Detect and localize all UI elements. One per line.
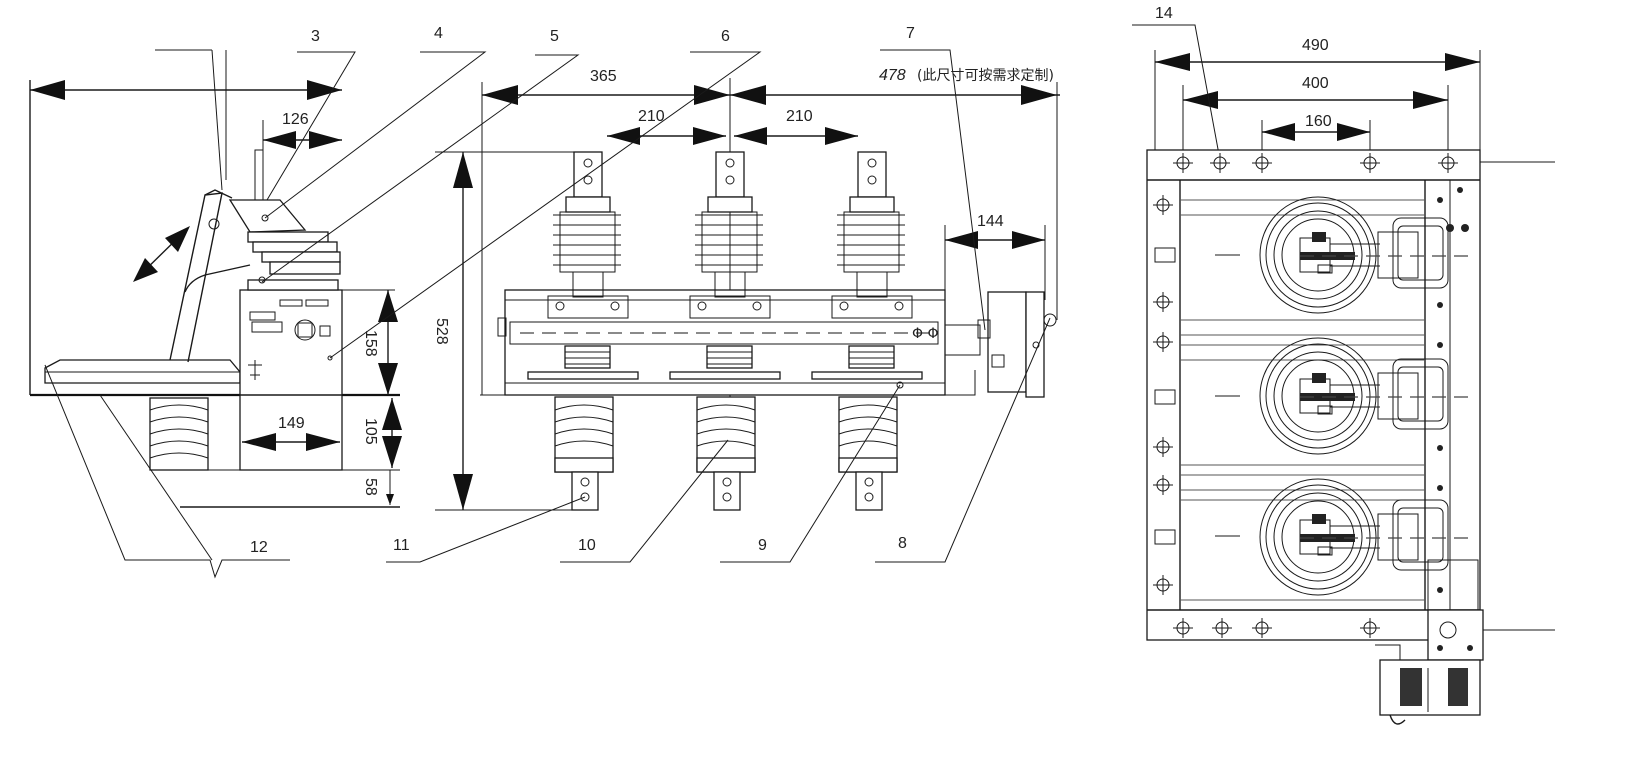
dim-490: 490: [1302, 37, 1329, 54]
callout-9: 9: [758, 537, 767, 554]
front-pole-3: [811, 151, 923, 511]
dim-149: 149: [278, 415, 305, 432]
dim-105: 105: [362, 418, 379, 445]
callout-8: 8: [898, 535, 907, 552]
dim-144: 144: [977, 213, 1004, 230]
dim-528: 528: [433, 318, 450, 345]
dim-160: 160: [1305, 113, 1332, 130]
side-bottom-insulator: [149, 397, 209, 471]
callout-6: 6: [721, 28, 730, 45]
front-view: Φ Φ: [386, 49, 1060, 563]
top-pole-3: [1259, 478, 1470, 596]
callout-12: 12: [250, 539, 268, 556]
dim-58: 58: [362, 478, 379, 496]
dim-210-right: 210: [786, 108, 813, 125]
front-frame-symbol: Φ Φ: [912, 326, 939, 342]
dim-478-note: (此尺寸可按需求定制): [917, 68, 1054, 84]
front-side-mechanism: [944, 291, 1057, 398]
dim-365: 365: [590, 68, 617, 85]
top-pole-1: [1259, 196, 1470, 314]
callout-4: 4: [434, 25, 443, 42]
top-pole-2: [1259, 337, 1470, 455]
callout-11: 11: [393, 537, 410, 554]
dim-400: 400: [1302, 75, 1329, 92]
side-view: [29, 49, 402, 579]
dim-158: 158: [362, 330, 379, 357]
top-right-bolts: [1437, 187, 1469, 593]
top-operating-mechanism: [1375, 559, 1484, 725]
front-pole-1: [527, 151, 639, 511]
callout-14: 14: [1155, 5, 1173, 22]
callout-7: 7: [906, 25, 915, 42]
dim-478: 478: [879, 67, 906, 84]
dim-126: 126: [282, 111, 309, 128]
top-view: [1132, 24, 1555, 725]
side-operating-arm: [133, 189, 251, 363]
callout-10: 10: [578, 537, 596, 554]
front-pole-2: [669, 151, 781, 511]
side-upper-assembly: [228, 149, 341, 291]
callout-5: 5: [550, 28, 559, 45]
dim-210-left: 210: [638, 108, 665, 125]
callout-3: 3: [311, 28, 320, 45]
